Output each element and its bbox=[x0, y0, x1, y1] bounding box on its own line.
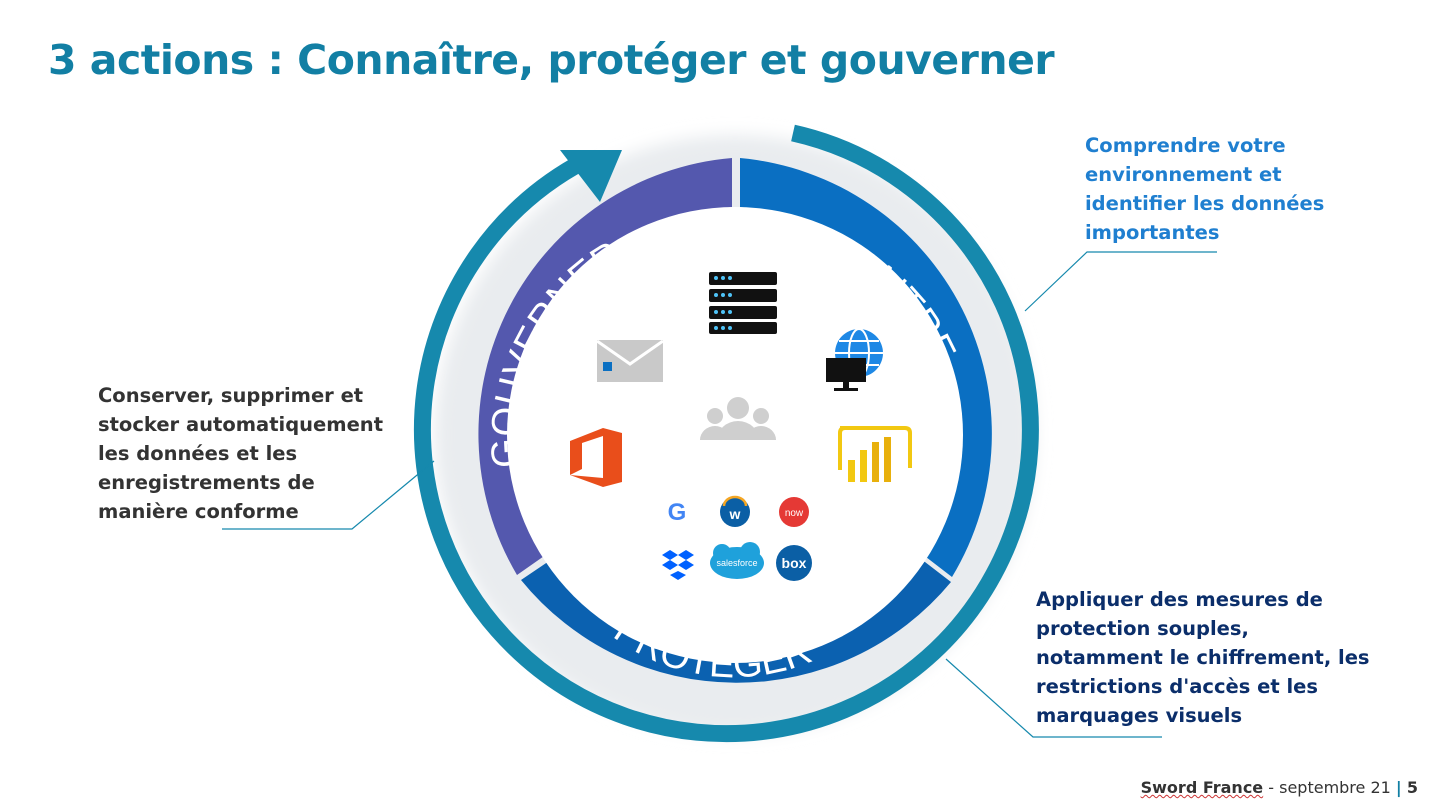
segment-connaitre bbox=[740, 158, 992, 577]
page-number: 5 bbox=[1406, 778, 1418, 797]
cycle-arrow-ring bbox=[413, 124, 1039, 743]
svg-text:salesforce: salesforce bbox=[716, 558, 757, 568]
power-bi-icon bbox=[838, 426, 912, 482]
callout-gouverner: Conserver, supprimer et stocker automati… bbox=[98, 384, 384, 523]
callout-connaitre: Comprendre votre environnement et identi… bbox=[1085, 134, 1325, 244]
box-logo: box bbox=[776, 545, 812, 581]
segment-gouverner bbox=[478, 158, 732, 575]
salesforce-logo: salesforce bbox=[710, 542, 764, 579]
google-logo: G bbox=[668, 499, 687, 526]
svg-text:G: G bbox=[668, 499, 687, 526]
segment-proteger bbox=[521, 552, 951, 683]
email-icon bbox=[596, 339, 664, 382]
workday-logo: w bbox=[720, 495, 750, 527]
globe-monitor-icon bbox=[826, 328, 883, 391]
footer-separator: | bbox=[1395, 778, 1402, 797]
callout-line-connaitre bbox=[1024, 251, 1217, 312]
callout-proteger: Appliquer des mesures de protection soup… bbox=[1036, 588, 1370, 727]
server-icon bbox=[709, 272, 777, 334]
svg-text:box: box bbox=[782, 555, 807, 571]
cycle-arrowhead bbox=[560, 150, 622, 202]
callout-line-proteger bbox=[945, 658, 1162, 738]
footer-date: - septembre 21 bbox=[1268, 778, 1391, 797]
office-icon bbox=[570, 428, 622, 487]
svg-text:w: w bbox=[729, 506, 741, 522]
page-title: 3 actions : Connaître, protéger et gouve… bbox=[48, 36, 1055, 84]
footer-brand: Sword France bbox=[1140, 778, 1264, 797]
callout-line-gouverner bbox=[222, 460, 435, 530]
servicenow-logo: now bbox=[779, 497, 809, 527]
footer: Sword France - septembre 21 | 5 bbox=[1141, 778, 1418, 797]
dropbox-logo bbox=[662, 550, 694, 580]
users-icon bbox=[700, 397, 776, 440]
svg-text:now: now bbox=[785, 508, 804, 519]
